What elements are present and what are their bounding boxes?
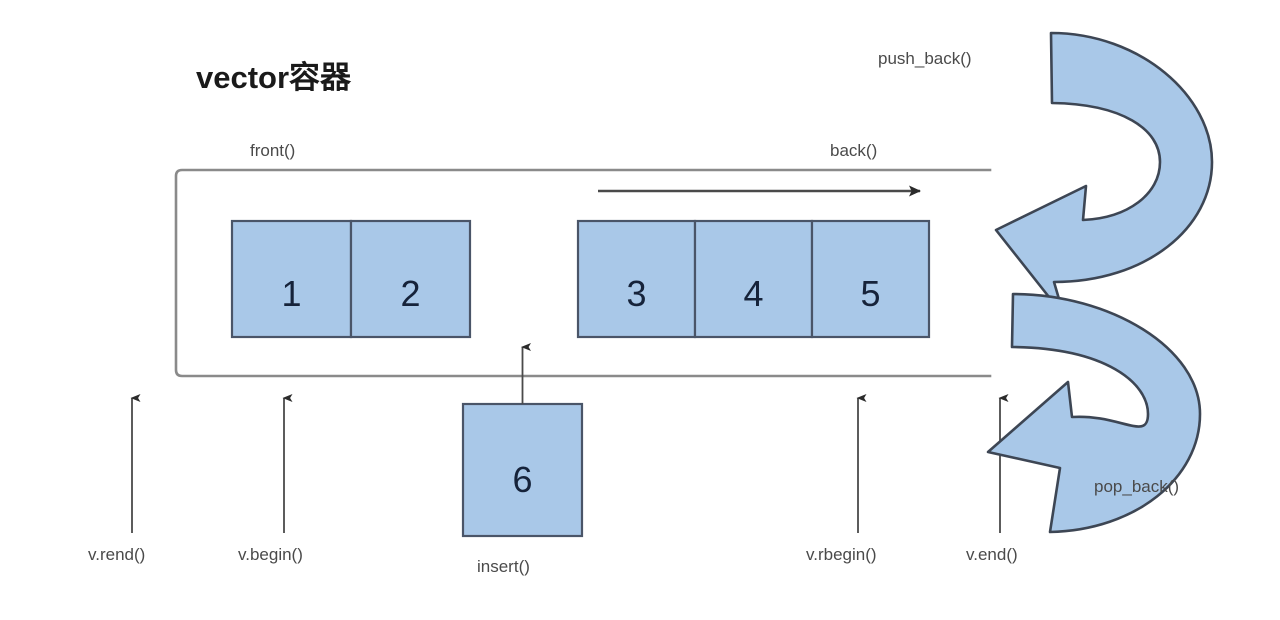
cell-value: 3 — [626, 273, 646, 314]
cell-box[interactable] — [810, 219, 931, 339]
front-label: front() — [250, 141, 295, 160]
vector-container-frame — [174, 168, 992, 378]
iterator-label-rbegin: v.rbegin() — [806, 545, 877, 564]
cell-group-left: 1 2 — [230, 219, 472, 339]
cell-value: 4 — [743, 273, 763, 314]
cell-box[interactable] — [693, 219, 814, 339]
iterator-label-end: v.end() — [966, 545, 1018, 564]
back-label: back() — [830, 141, 877, 160]
cell-value: 2 — [400, 273, 420, 314]
diagram-title: vector容器 — [196, 60, 352, 95]
insert-cell-group: 6 — [461, 343, 584, 538]
insert-cell-box[interactable] — [461, 402, 584, 538]
push-back-curved-arrow — [994, 31, 1214, 318]
cell-value: 1 — [281, 273, 301, 314]
cell-group-right: 3 4 5 — [576, 219, 931, 339]
cell-box[interactable] — [349, 219, 472, 339]
push-back-label: push_back() — [878, 49, 972, 68]
insert-label: insert() — [477, 557, 530, 576]
cell-box[interactable] — [230, 219, 353, 339]
pop-back-label: pop_back() — [1094, 477, 1179, 496]
pop-back-curved-arrow — [986, 292, 1202, 534]
insert-cell-value: 6 — [512, 459, 532, 500]
iterator-label-rend: v.rend() — [88, 545, 145, 564]
cell-value: 5 — [860, 273, 880, 314]
iterator-label-begin: v.begin() — [238, 545, 303, 564]
cell-box[interactable] — [576, 219, 697, 339]
